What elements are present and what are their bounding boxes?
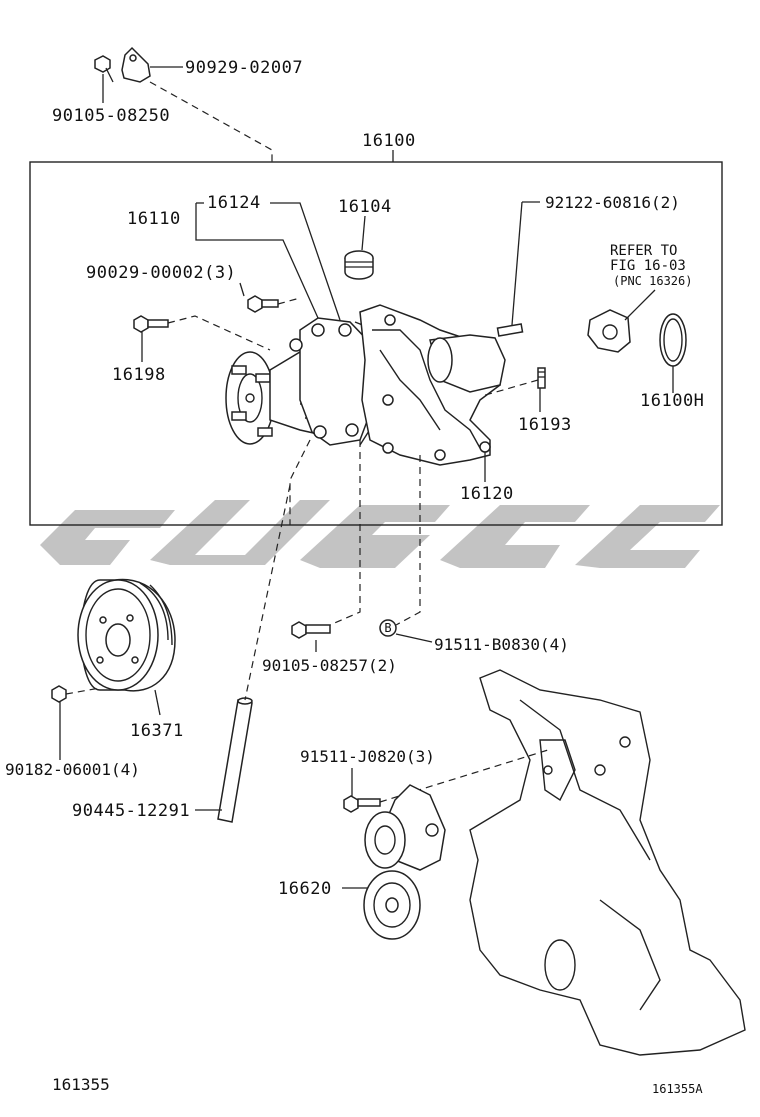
label-90029-00002: 90029-00002(3) xyxy=(86,263,236,283)
tensioner-16620 xyxy=(363,784,446,940)
label-16104: 16104 xyxy=(338,197,392,217)
label-16620: 16620 xyxy=(278,879,332,899)
label-16124: 16124 xyxy=(207,193,261,213)
label-16198: 16198 xyxy=(112,365,166,385)
bolt-16193 xyxy=(537,367,546,389)
assembly-frame xyxy=(29,161,723,526)
label-90105-08257: 90105-08257(2) xyxy=(262,656,397,675)
label-91511-j0820: 91511-J0820(3) xyxy=(300,747,435,766)
o-ring-16100h xyxy=(659,313,687,367)
refer-line-3: (PNC 16326) xyxy=(613,274,692,288)
nut-90182-06001 xyxy=(51,685,67,703)
engine-block xyxy=(469,669,746,1056)
label-90929-02007: 90929-02007 xyxy=(185,58,303,78)
refer-line-2: FIG 16-03 xyxy=(610,258,686,274)
label-16193: 16193 xyxy=(518,415,572,435)
gasket-ring-16326 xyxy=(587,309,631,353)
label-92122-60816: 92122-60816(2) xyxy=(545,193,680,212)
bolt-90029-00002 xyxy=(247,295,279,313)
watermark-logo xyxy=(40,500,720,568)
label-90182-06001: 90182-06001(4) xyxy=(5,760,140,779)
marker-b: B xyxy=(379,619,397,637)
label-90105-08250: 90105-08250 xyxy=(52,106,170,126)
pipe-90445-12291 xyxy=(217,697,253,823)
bracket-90929-02007 xyxy=(121,46,151,83)
figure-number-right: 161355A xyxy=(652,1082,703,1096)
label-16100h: 16100H xyxy=(640,391,704,411)
bolt-91511-j0820 xyxy=(343,795,381,813)
water-pump-16110 xyxy=(225,317,376,446)
marker-b-label: B xyxy=(384,621,391,635)
hose-16104 xyxy=(344,250,374,280)
label-90445-12291: 90445-12291 xyxy=(72,801,190,821)
pulley-16371 xyxy=(77,578,176,692)
bolt-90105-08250 xyxy=(94,55,114,83)
label-91511-b0830: 91511-B0830(4) xyxy=(434,635,569,654)
bolt-16198 xyxy=(133,315,169,333)
bolt-90105-08257 xyxy=(291,621,331,639)
refer-line-1: REFER TO xyxy=(610,243,677,259)
water-inlet-housing-16120 xyxy=(359,304,506,466)
label-16100: 16100 xyxy=(362,131,416,151)
label-16371: 16371 xyxy=(130,721,184,741)
label-16110: 16110 xyxy=(127,209,181,229)
figure-number-left: 161355 xyxy=(52,1075,110,1094)
label-16120: 16120 xyxy=(460,484,514,504)
stud-92122-60816 xyxy=(496,323,524,337)
